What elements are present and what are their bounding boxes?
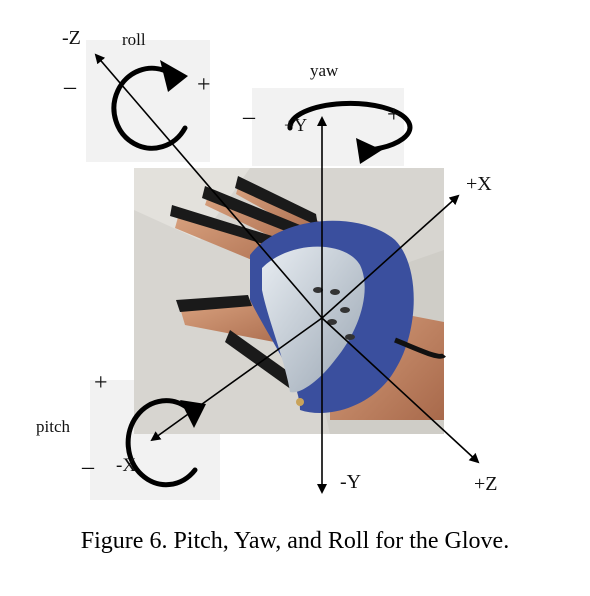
neg-z-label: -Z: [62, 27, 81, 49]
z-axis-neg: [94, 53, 323, 319]
yaw-label: yaw: [310, 61, 339, 80]
roll-rotation-arrow: [111, 60, 188, 151]
axes: [94, 53, 480, 494]
yaw-symbol-backdrop: [252, 88, 404, 166]
yaw-rotation-arrow: [287, 100, 413, 164]
pitch-plus-label: +: [94, 370, 108, 396]
neg-x-label: -X: [116, 455, 136, 476]
yaw-minus-label: –: [242, 104, 256, 130]
glove-axes-diagram: -Z roll – + yaw – + +Y +X + pitch – -X -…: [36, 27, 498, 500]
pitch-minus-label: –: [81, 454, 95, 480]
roll-minus-label: –: [63, 74, 77, 100]
z-axis-pos: [321, 317, 480, 464]
roll-plus-label: +: [197, 72, 211, 98]
pos-y-label: +Y: [284, 115, 307, 135]
x-axis-neg: [150, 317, 323, 442]
pitch-label: pitch: [36, 417, 70, 436]
roll-label: roll: [122, 30, 146, 49]
roll-symbol-backdrop: [86, 40, 210, 162]
figure-caption: Figure 6. Pitch, Yaw, and Roll for the G…: [80, 528, 510, 554]
pos-x-label: +X: [466, 173, 492, 195]
neg-y-label: -Y: [340, 471, 361, 493]
pitch-rotation-arrow: [125, 398, 206, 488]
pos-z-label: +Z: [474, 473, 498, 495]
glove-photo: [134, 168, 446, 434]
x-axis-pos: [321, 194, 460, 319]
yaw-plus-label: +: [387, 102, 401, 128]
